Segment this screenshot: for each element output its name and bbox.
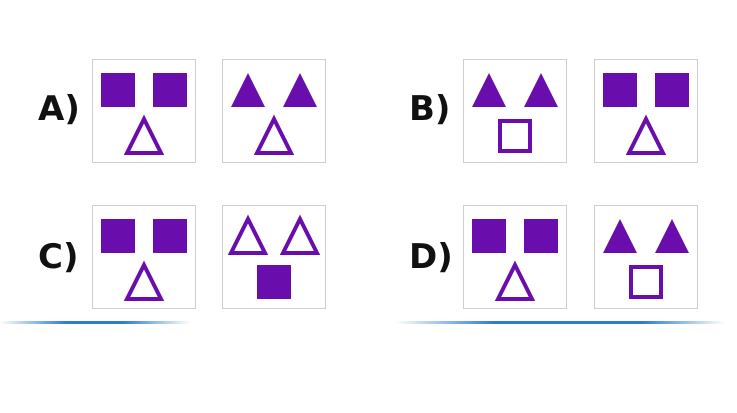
square-filled-icon xyxy=(153,73,187,107)
panel-shapes xyxy=(101,73,187,155)
square-filled-icon xyxy=(603,73,637,107)
panel-shapes xyxy=(227,214,321,299)
square-filled-icon xyxy=(524,219,558,253)
option-a-panel-2 xyxy=(222,59,326,163)
square-filled-icon xyxy=(472,219,506,253)
option-d-panel-2 xyxy=(594,205,698,309)
triangle-outline-icon xyxy=(123,114,165,155)
triangle-outline-icon xyxy=(279,214,321,255)
triangle-outline-icon xyxy=(123,260,165,301)
panel-shapes xyxy=(603,73,689,155)
option-b-label: B) xyxy=(409,89,451,129)
square-outline-icon xyxy=(629,265,663,299)
square-filled-icon xyxy=(655,73,689,107)
square-filled-icon xyxy=(153,219,187,253)
square-filled-icon xyxy=(257,265,291,299)
option-b-panel-2 xyxy=(594,59,698,163)
triangle-outline-icon xyxy=(494,260,536,301)
triangle-filled-icon xyxy=(655,219,689,253)
panel-shapes xyxy=(472,73,558,153)
triangle-filled-icon xyxy=(603,219,637,253)
panel-shapes xyxy=(472,219,558,301)
triangle-filled-icon xyxy=(231,73,265,107)
divider-line-left xyxy=(0,321,190,324)
panel-shapes xyxy=(231,73,317,155)
triangle-outline-icon xyxy=(253,114,295,155)
option-c-panel-2 xyxy=(222,205,326,309)
panel-shapes xyxy=(603,219,689,299)
square-filled-icon xyxy=(101,73,135,107)
option-c-label: C) xyxy=(38,237,79,277)
triangle-outline-icon xyxy=(625,114,667,155)
triangle-filled-icon xyxy=(524,73,558,107)
divider-line-right xyxy=(395,321,725,324)
triangle-filled-icon xyxy=(472,73,506,107)
option-a-panel-1 xyxy=(92,59,196,163)
option-d-panel-1 xyxy=(463,205,567,309)
square-outline-icon xyxy=(498,119,532,153)
option-a-label: A) xyxy=(38,89,80,129)
option-b-panel-1 xyxy=(463,59,567,163)
panel-shapes xyxy=(101,219,187,301)
option-c-panel-1 xyxy=(92,205,196,309)
option-d-label: D) xyxy=(409,237,453,277)
triangle-filled-icon xyxy=(283,73,317,107)
square-filled-icon xyxy=(101,219,135,253)
triangle-outline-icon xyxy=(227,214,269,255)
